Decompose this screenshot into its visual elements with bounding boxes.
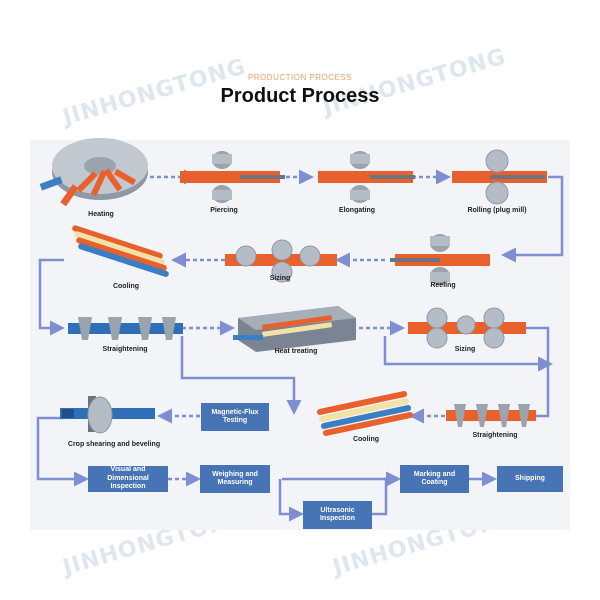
straightening-1-illustration xyxy=(68,317,183,340)
heating-illustration xyxy=(39,138,148,207)
box-shipping: Shipping xyxy=(497,466,563,492)
straightening-2-illustration xyxy=(446,404,536,427)
reeling-illustration xyxy=(390,234,490,285)
step-label-heat-treating: Heat treating xyxy=(274,348,318,355)
step-label-straightening-2: Straightening xyxy=(472,432,518,439)
cooling-2-illustration xyxy=(316,391,414,436)
step-label-elongating: Elongating xyxy=(338,207,376,214)
flow-arrows xyxy=(36,169,564,522)
crop-shearing-illustration xyxy=(60,396,155,434)
piercing-illustration xyxy=(180,151,285,203)
step-label-straightening-1: Straightening xyxy=(102,346,148,353)
step-label-sizing-2: Sizing xyxy=(454,346,476,353)
page-title: Product Process xyxy=(220,85,380,107)
elongating-illustration xyxy=(318,151,415,203)
step-label-piercing: Piercing xyxy=(210,207,238,214)
step-label-crop: Crop shearing and beveling xyxy=(67,441,161,448)
step-label-cooling-2: Cooling xyxy=(352,436,380,443)
page-subtitle: PRODUCTION PROCESS xyxy=(247,73,353,82)
step-label-heating: Heating xyxy=(88,211,114,218)
heat-treating-illustration xyxy=(233,306,356,352)
box-ultrasonic-inspection: Ultrasonic Inspection xyxy=(303,501,372,529)
step-label-reeling: Reeling xyxy=(430,282,456,289)
sizing-1-illustration xyxy=(225,239,337,283)
box-magnetic-flux-testing: Magnetic-Flux Testing xyxy=(201,403,269,431)
box-visual-inspection: Visual and Dimensional Inspection xyxy=(88,466,168,492)
rolling-illustration xyxy=(452,149,547,205)
step-label-sizing-1: Sizing xyxy=(269,275,291,282)
sizing-2-illustration xyxy=(408,307,526,349)
box-marking-coating: Marking and Coating xyxy=(400,465,469,493)
box-weighing-measuring: Weighing and Measuring xyxy=(200,465,270,493)
step-label-rolling: Rolling (plug mill) xyxy=(467,207,527,214)
step-label-cooling-1: Cooling xyxy=(112,283,140,290)
cooling-1-illustration xyxy=(72,225,169,277)
